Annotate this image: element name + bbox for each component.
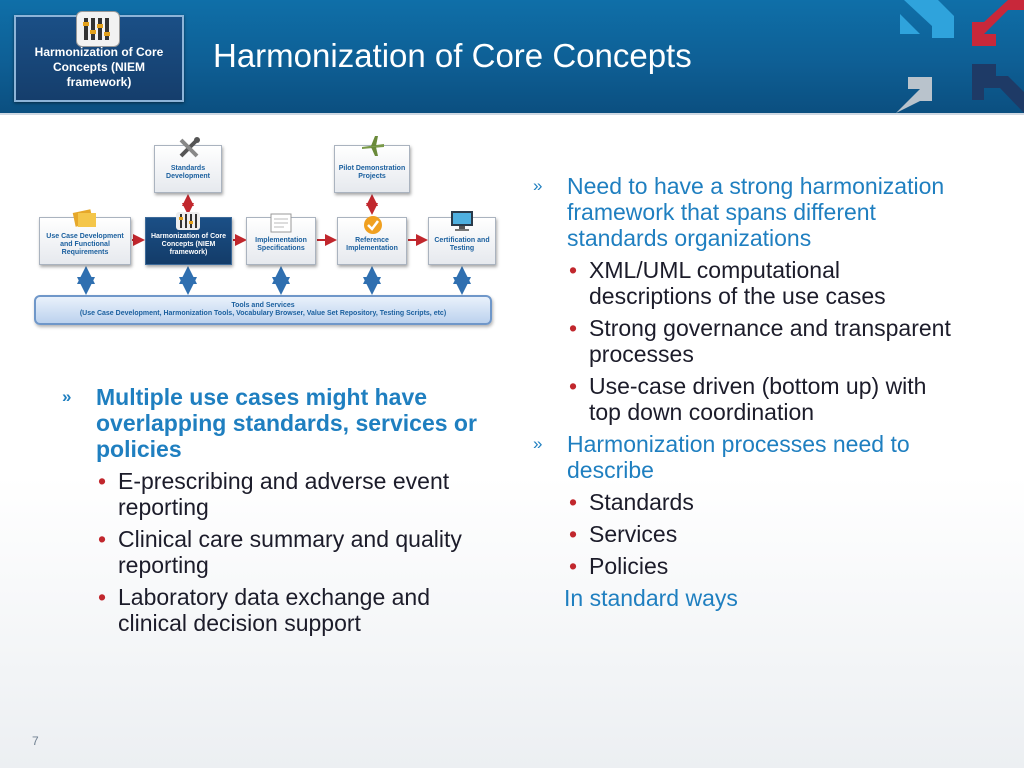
right-bullet-text: XML/UML computational descriptions of th… bbox=[589, 257, 886, 309]
bullet-dot-icon: • bbox=[569, 489, 578, 515]
left-bullet: • Laboratory data exchange and clinical … bbox=[94, 584, 502, 636]
folders-icon bbox=[72, 209, 96, 227]
diagram-arrows bbox=[77, 194, 471, 295]
tools-services-bar: Tools and Services (Use Case Development… bbox=[34, 295, 492, 325]
tools-title: Tools and Services bbox=[231, 302, 295, 309]
right-point-1-text: Need to have a strong harmonization fram… bbox=[567, 173, 945, 251]
pilot-demonstration-box: Pilot Demonstration Projects bbox=[334, 145, 410, 193]
harmonization-icon bbox=[176, 212, 200, 230]
bullet-dot-icon: • bbox=[569, 257, 578, 283]
tools-icon bbox=[179, 137, 200, 158]
framework-diagram: Standards Development Pilot Demonstratio… bbox=[30, 130, 500, 335]
left-heading-text: Multiple use cases might have overlappin… bbox=[96, 384, 477, 462]
standards-development-box: Standards Development bbox=[154, 145, 222, 193]
checkmark-icon bbox=[364, 216, 382, 234]
right-bullet-text: Policies bbox=[589, 553, 669, 579]
left-bullet-text: E-prescribing and adverse event reportin… bbox=[118, 468, 450, 520]
left-bullet: • E-prescribing and adverse event report… bbox=[94, 468, 502, 520]
right-point-2-text: Harmonization processes need to describe bbox=[567, 431, 910, 483]
bullet-dot-icon: • bbox=[569, 315, 578, 341]
right-bullet: • Policies bbox=[565, 553, 963, 579]
right-bullet-text: Services bbox=[589, 521, 678, 547]
badge-text: Harmonization of Core Concepts (NIEM fra… bbox=[34, 45, 164, 89]
left-bullet-text: Clinical care summary and quality report… bbox=[118, 526, 462, 578]
page-number: 7 bbox=[32, 734, 39, 748]
standards-development-label: Standards Development bbox=[166, 165, 210, 180]
right-point-1: » Need to have a strong harmonization fr… bbox=[533, 173, 963, 251]
airplane-icon bbox=[362, 136, 384, 156]
right-bullet: • Strong governance and transparent proc… bbox=[565, 315, 963, 367]
harmonization-label: Harmonization of Core Concepts (NIEM fra… bbox=[150, 233, 227, 256]
bullet-dot-icon: • bbox=[569, 553, 578, 579]
right-point-2: » Harmonization processes need to descri… bbox=[533, 431, 963, 483]
slide-header: Harmonization of Core Concepts (NIEM fra… bbox=[0, 0, 1024, 113]
chevron-bullet-icon: » bbox=[533, 176, 543, 195]
left-bullet: • Clinical care summary and quality repo… bbox=[94, 526, 502, 578]
right-bullet-text: Use-case driven (bottom up) with top dow… bbox=[589, 373, 927, 425]
pilot-demonstration-label: Pilot Demonstration Projects bbox=[338, 165, 406, 180]
harmonization-badge: Harmonization of Core Concepts (NIEM fra… bbox=[14, 11, 184, 102]
right-bullet-text: Standards bbox=[589, 489, 694, 515]
right-bullet: • Use-case driven (bottom up) with top d… bbox=[565, 373, 963, 425]
reference-implementation-label: Reference Implementation bbox=[346, 237, 398, 252]
right-text-column: » Need to have a strong harmonization fr… bbox=[533, 173, 963, 611]
arrows-logo-icon bbox=[896, 0, 1024, 113]
bullet-dot-icon: • bbox=[98, 468, 107, 494]
right-bullet: • XML/UML computational descriptions of … bbox=[565, 257, 963, 309]
right-bullet: • Services bbox=[565, 521, 963, 547]
implementation-specifications-label: Implementation Specifications bbox=[255, 237, 307, 252]
chevron-bullet-icon: » bbox=[62, 387, 72, 406]
bullet-dot-icon: • bbox=[569, 373, 578, 399]
bullet-dot-icon: • bbox=[569, 521, 578, 547]
header-divider bbox=[0, 113, 1024, 115]
left-text-column: » Multiple use cases might have overlapp… bbox=[62, 384, 502, 642]
use-case-development-label: Use Case Development and Functional Requ… bbox=[46, 233, 124, 256]
harmonization-icon bbox=[76, 11, 120, 47]
right-bullet-text: Strong governance and transparent proces… bbox=[589, 315, 951, 367]
tools-detail: (Use Case Development, Harmonization Too… bbox=[79, 310, 447, 317]
certification-testing-label: Certification and Testing bbox=[434, 237, 490, 252]
bullet-dot-icon: • bbox=[98, 526, 107, 552]
reference-implementation-box: Reference Implementation bbox=[337, 217, 407, 265]
left-bullet-text: Laboratory data exchange and clinical de… bbox=[118, 584, 431, 636]
monitor-icon bbox=[451, 211, 473, 231]
left-heading: » Multiple use cases might have overlapp… bbox=[62, 384, 502, 462]
bullet-dot-icon: • bbox=[98, 584, 107, 610]
document-icon bbox=[270, 213, 292, 233]
right-bullet: • Standards bbox=[565, 489, 963, 515]
slide-title: Harmonization of Core Concepts bbox=[213, 37, 692, 74]
closing-text: In standard ways bbox=[564, 585, 738, 611]
chevron-bullet-icon: » bbox=[533, 434, 543, 453]
